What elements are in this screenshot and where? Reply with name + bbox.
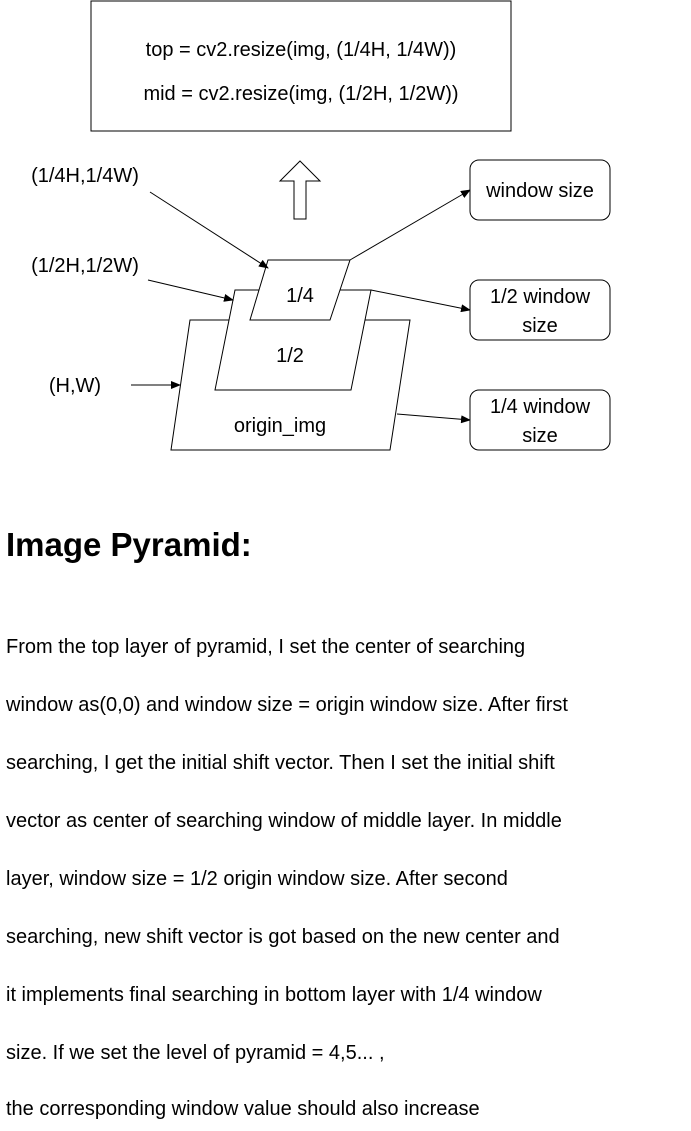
layer-quarter: [249, 259, 351, 321]
closing-line: the corresponding window value should al…: [6, 1098, 480, 1120]
code-line-mid: mid = cv2.resize(img, (1/2H, 1/2W)): [143, 83, 458, 105]
up-arrow-icon: [278, 160, 322, 220]
window-box-top-label: window size: [485, 180, 594, 202]
arrow-quarter-to-layer: [149, 191, 269, 269]
paragraph-line: searching, new shift vector is got based…: [6, 926, 560, 948]
paragraph-line: layer, window size = 1/2 origin window s…: [6, 868, 508, 890]
layer-quarter-label: 1/4: [286, 285, 314, 307]
size-label-quarter: (1/4H,1/4W): [31, 165, 139, 187]
paragraph-line: vector as center of searching window of …: [6, 810, 562, 832]
paragraph-line: window as(0,0) and window size = origin …: [6, 694, 568, 716]
window-box-middle-label-2: size: [522, 315, 558, 337]
code-box: [90, 0, 512, 132]
arrow-half-to-layer: [147, 279, 234, 302]
arrow-layer-to-half-window: [370, 289, 471, 313]
section-heading: Image Pyramid:: [6, 526, 252, 563]
window-box-bottom: [469, 389, 611, 451]
arrow-layer-to-quarter-window: [396, 413, 471, 424]
paragraph-line: it implements final searching in bottom …: [6, 984, 542, 1006]
size-label-full: (H,W): [49, 375, 101, 397]
size-label-half: (1/2H,1/2W): [31, 255, 139, 277]
arrow-layer-to-window: [349, 189, 471, 261]
section-paragraph: From the top layer of pyramid, I set the…: [6, 618, 690, 1082]
layer-half-label: 1/2: [276, 345, 304, 367]
code-line-top: top = cv2.resize(img, (1/4H, 1/4W)): [146, 39, 457, 61]
window-box-middle-label-1: 1/2 window: [490, 286, 591, 308]
paragraph-line: size. If we set the level of pyramid = 4…: [6, 1042, 385, 1064]
pyramid-diagram: top = cv2.resize(img, (1/4H, 1/4W)) mid …: [31, 0, 611, 451]
paragraph-line: searching, I get the initial shift vecto…: [6, 752, 555, 774]
window-box-top: [469, 159, 611, 221]
window-box-bottom-label-1: 1/4 window: [490, 396, 591, 418]
paragraph-line: From the top layer of pyramid, I set the…: [6, 636, 526, 658]
window-box-bottom-label-2: size: [522, 425, 558, 447]
layer-origin-label: origin_img: [234, 415, 326, 437]
window-box-middle: [469, 279, 611, 341]
